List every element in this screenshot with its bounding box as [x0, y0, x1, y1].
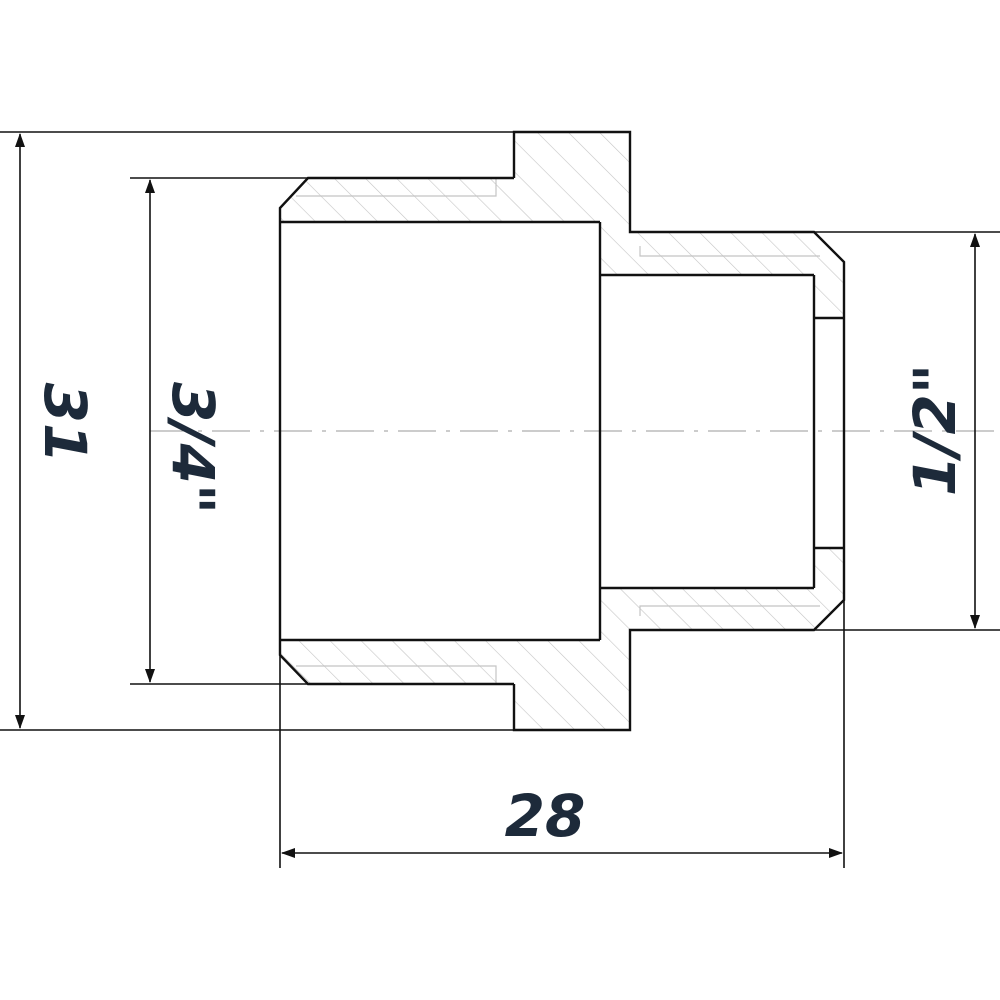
- upper-male-thread-line: [639, 246, 820, 257]
- male-thread-label: 1/2": [901, 364, 969, 496]
- outer-contour: [512, 130, 846, 732]
- upper-wall-hatch: [280, 132, 844, 318]
- thread-lines: [296, 178, 820, 684]
- part-outline: [278, 130, 846, 732]
- dimension-lines: [15, 133, 980, 858]
- lower-male-thread-line: [639, 605, 820, 616]
- extension-lines: [0, 131, 1000, 868]
- overall-diameter-label: 31: [31, 383, 99, 464]
- upper-female-thread-line: [296, 178, 497, 197]
- female-thread-label: 3/4": [159, 382, 227, 514]
- dimension-labels: 31 3/4" 1/2" 28: [31, 364, 969, 850]
- upper-female-chamfer: [278, 176, 514, 686]
- length-label: 28: [505, 782, 586, 850]
- lower-female-thread-line: [296, 665, 497, 684]
- lower-wall-hatch: [280, 548, 844, 730]
